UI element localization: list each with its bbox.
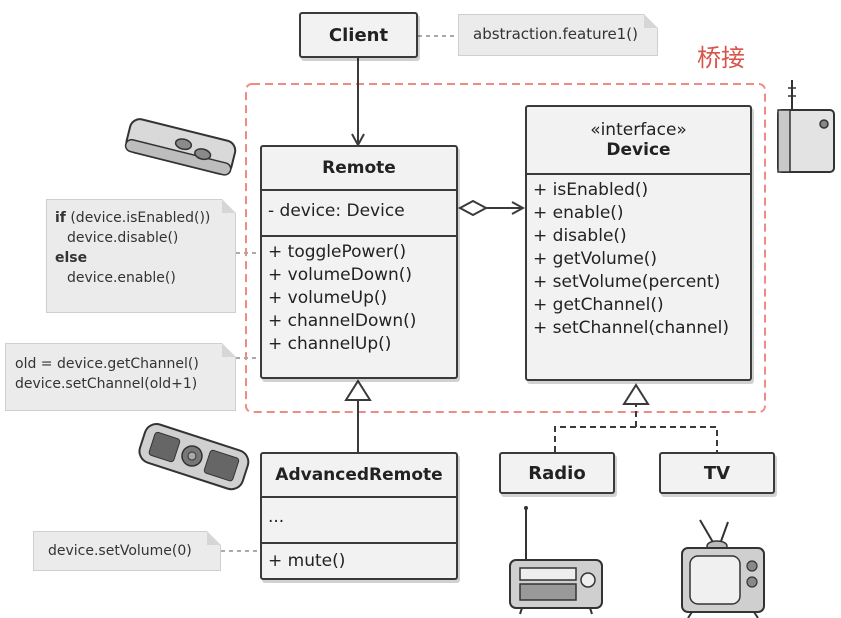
toggle-power-note: if (device.isEnabled()) device.disable()… [46,199,236,313]
advanced-remote-field: ... [268,507,285,527]
device-method: + setChannel(channel) [533,318,729,338]
remote-method: + volumeUp() [268,288,388,308]
channel-note-line2: device.setChannel(old+1) [15,376,198,392]
advanced-remote-methods: + mute() [262,542,456,577]
remote-method: + channelUp() [268,334,392,354]
client-note-text: abstraction.feature1() [473,25,638,43]
client-class: Client [299,12,418,58]
bridge-region [245,83,766,413]
note-if-keyword: if [55,210,66,226]
radio-label: Radio [528,462,586,484]
client-label: Client [328,24,389,46]
device-stereotype: «interface» [590,120,687,140]
channel-up-note: old = device.getChannel() device.setChan… [5,343,236,411]
device-method: + getVolume() [533,249,658,269]
remote-field: - device: Device [268,201,405,221]
remote-fields: - device: Device [262,191,456,235]
channel-note-line1: old = device.getChannel() [15,356,199,372]
note-if-condition: (device.isEnabled()) [65,210,211,226]
remote-method: + volumeDown() [268,265,413,285]
advanced-inherit-triangle [344,379,372,401]
device-method: + setVolume(percent) [533,272,721,292]
device-methods: + isEnabled() + enable() + disable() + g… [527,175,750,344]
device-method: + getChannel() [533,295,664,315]
remote-methods: + togglePower() + volumeDown() + volumeU… [262,235,456,360]
radio-icon [509,506,603,615]
remote-class-name: Remote [322,158,396,178]
device-method: + isEnabled() [533,180,649,200]
advanced-remote-class-name: AdvancedRemote [275,465,443,485]
remote-method: + channelDown() [268,311,417,331]
advanced-remote-fields: ... [262,498,456,542]
advanced-remote-class: AdvancedRemote ... + mute() [260,452,458,580]
router-device-icon [777,80,835,173]
remote-method: + togglePower() [268,242,407,262]
note-enable-call: device.enable() [67,270,176,286]
device-interface: «interface» Device + isEnabled() + enabl… [525,105,752,381]
device-method: + disable() [533,226,627,246]
tv-icon [681,519,765,618]
device-class-name: Device [606,140,671,160]
aggregation-diamond [457,199,489,217]
advanced-remote-method: + mute() [268,551,346,571]
radio-impl-line [554,426,718,452]
impl-triangle [622,383,650,405]
tv-label: TV [703,462,731,484]
bridge-title: 桥接 [697,44,745,72]
device-method: + enable() [533,203,624,223]
mute-note: device.setVolume(0) [33,531,221,571]
client-note: abstraction.feature1() [458,14,658,56]
advanced-remote-icon [138,423,250,491]
note-else-keyword: else [55,250,88,266]
remote-class: Remote - device: Device + togglePower() … [260,145,458,379]
remote-control-icon [124,118,237,176]
tv-class: TV [659,452,775,494]
note-disable-call: device.disable() [67,230,179,246]
radio-class: Radio [499,452,615,494]
mute-note-text: device.setVolume(0) [48,543,192,559]
